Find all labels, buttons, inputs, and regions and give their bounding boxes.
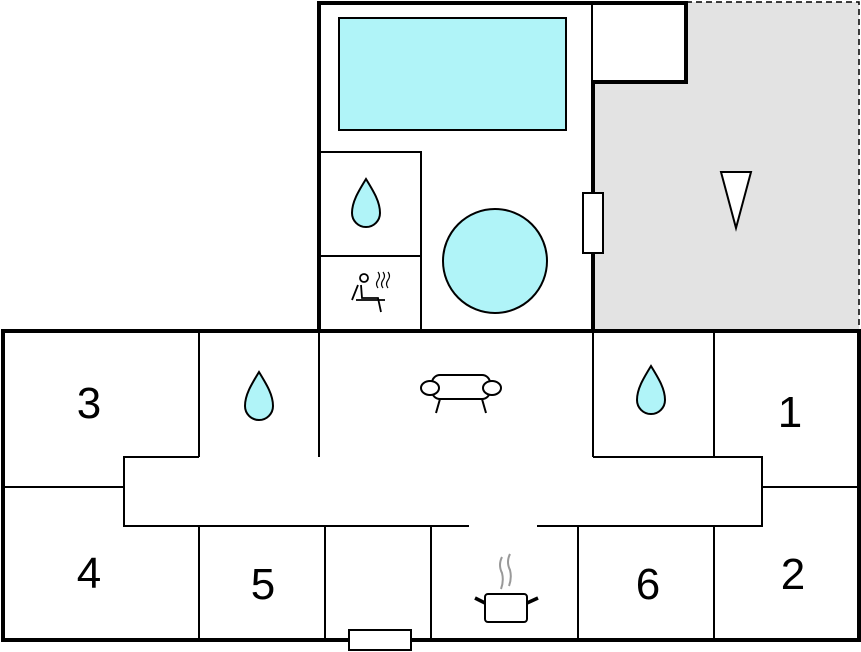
sauna-icon xyxy=(351,271,391,313)
terrace-direction-icon xyxy=(719,171,753,232)
water-drop-icon xyxy=(350,177,382,228)
interior-walls xyxy=(3,331,859,640)
room-number-2: 2 xyxy=(781,550,805,599)
room-number-1: 1 xyxy=(778,388,802,437)
water-drop-icon xyxy=(243,370,275,421)
cooking-pot-icon xyxy=(474,553,539,623)
storage-room-wall xyxy=(593,1,688,84)
water-drop-icon xyxy=(635,364,667,415)
bath-sauna-walls xyxy=(319,151,422,331)
room-number-4: 4 xyxy=(77,549,101,598)
terrace-door[interactable] xyxy=(582,192,604,254)
sofa-icon xyxy=(420,374,502,414)
hot-tub xyxy=(442,208,548,314)
terrace-dashed-border xyxy=(686,1,860,331)
room-number-3: 3 xyxy=(77,379,101,428)
swimming-pool xyxy=(338,17,567,131)
room-number-6: 6 xyxy=(636,560,660,609)
room-number-5: 5 xyxy=(251,560,275,609)
entrance-door[interactable] xyxy=(348,629,412,651)
